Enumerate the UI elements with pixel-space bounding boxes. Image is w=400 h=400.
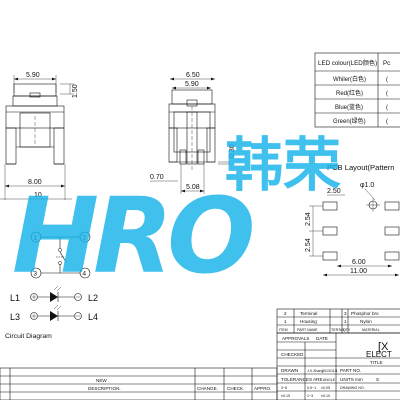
led-colour-cell: Whiler(白色) bbox=[333, 75, 366, 83]
parts-material: Phosphor bro bbox=[351, 311, 379, 316]
drawn-date: 2013/11/1 bbox=[322, 369, 338, 373]
tol-value: ±0.05 bbox=[321, 386, 330, 390]
dim-pin-span: 5.08 bbox=[186, 184, 200, 191]
led-code-cell: ( bbox=[386, 119, 388, 125]
led-terminal-label: L1 bbox=[10, 293, 20, 303]
dim-lead-length: 0.70 bbox=[150, 174, 164, 181]
led-terminal-label: L3 bbox=[10, 312, 20, 322]
dim-base-width: 8.00 bbox=[28, 179, 42, 186]
dim-total-width: 10 bbox=[34, 192, 42, 199]
front-view: 5.90 1.50 8.00 10 bbox=[0, 72, 79, 200]
checked-label: CHECKED bbox=[281, 352, 304, 357]
parts-header-terno: TER'NO bbox=[331, 328, 344, 332]
parts-qty: 3 bbox=[344, 311, 347, 316]
pin-number: 2 bbox=[83, 235, 87, 242]
parts-item: 2 bbox=[284, 311, 287, 316]
rev-change-label: CHANGE. bbox=[197, 386, 218, 391]
circuit-schematic: 1 2 3 4 L1 L2 L3 bbox=[5, 231, 98, 340]
parts-item: 1 bbox=[284, 319, 287, 324]
led-terminal-label: L2 bbox=[88, 293, 98, 303]
tolerances-label: TOLERANCES ARE bbox=[281, 377, 323, 382]
dim-pad-span: 6.00 bbox=[352, 259, 366, 266]
pcb-layout-title: PCB Layout(Pattern bbox=[327, 163, 395, 172]
dim-pad-pitch-b: 2.54 bbox=[305, 238, 312, 252]
revision-strip: NEW DESCRIPTION. CHANGE. CHECK. APPRO. bbox=[0, 367, 278, 400]
dim-pad-pitch-a: 2.54 bbox=[305, 212, 312, 226]
rev-new-label: NEW bbox=[96, 378, 107, 383]
parts-list-table: 2 Terminal 3 Phosphor bro 1 Housing 1 Ny… bbox=[276, 308, 400, 334]
pin-number: 1 bbox=[34, 235, 38, 242]
parts-name: Terminal bbox=[300, 311, 317, 316]
dim-pin-offset: 0.30 bbox=[229, 144, 236, 158]
dim-top-width: 5.90 bbox=[26, 72, 40, 79]
title-block: APPROVALS DATE CHECKED DRAWN J.X.Zhang 2… bbox=[276, 332, 400, 400]
pin-number: 3 bbox=[34, 271, 38, 278]
led-table-header-code: Pc bbox=[383, 60, 390, 67]
angle-label: ANGLE bbox=[323, 378, 336, 382]
drawing-no-label: DRAWING NO. bbox=[340, 386, 365, 390]
dim-hole-pitch: 2.50 bbox=[327, 188, 341, 195]
parts-qty: 1 bbox=[344, 319, 347, 324]
rev-appro-label: APPRO. bbox=[254, 386, 271, 391]
drawn-by: J.X.Zhang bbox=[307, 369, 323, 373]
schematic-caption: Circuit Diagram bbox=[5, 333, 52, 340]
tol-range: 3~6 bbox=[281, 386, 287, 390]
led-code-cell: ( bbox=[386, 91, 388, 97]
tol-range: 0.5~1 bbox=[307, 386, 316, 390]
parts-header-material: MATERIAL bbox=[362, 328, 380, 332]
parts-name: Housing bbox=[300, 319, 317, 324]
pin-number: 4 bbox=[83, 271, 87, 278]
tol-value: ±0.10 bbox=[321, 394, 330, 398]
side-view: 6.50 5.90 0.30 0.70 5.08 bbox=[150, 72, 236, 194]
rev-check-label: CHECK. bbox=[227, 386, 244, 391]
drawn-label: DRAWN bbox=[281, 368, 298, 373]
hro-watermark-logo: HRO 韩荣 bbox=[12, 131, 341, 297]
company-name: ELECT bbox=[366, 350, 392, 359]
parts-header-item: ITEM bbox=[279, 328, 288, 332]
watermark-logo-cn: 韩荣 bbox=[225, 131, 341, 199]
led-colour-cell: Green(绿色) bbox=[333, 117, 366, 125]
led-code-cell: ( bbox=[386, 77, 388, 83]
units-label: UNITS mm bbox=[340, 377, 363, 382]
pcb-layout: PCB Layout(Pattern 2.50 φ1.0 2.54 2.54 6… bbox=[305, 163, 400, 277]
watermark-logo-text: HRO bbox=[12, 175, 252, 297]
parts-header-qty: QTY bbox=[343, 328, 351, 332]
tol-value: ±0.15 bbox=[281, 394, 290, 398]
dim-inner-width: 5.90 bbox=[185, 81, 199, 88]
approvals-label: APPROVALS bbox=[282, 336, 310, 341]
led-terminal-label: L4 bbox=[88, 312, 98, 322]
scale-label: S bbox=[376, 377, 379, 382]
rev-description-label: DESCRIPTION. bbox=[88, 386, 121, 391]
dim-height: 1.50 bbox=[72, 84, 79, 98]
company-short: [X bbox=[378, 341, 389, 353]
tol-range: 1~3 bbox=[307, 394, 313, 398]
title-label: TITLE bbox=[370, 360, 383, 365]
dim-outer-width: 6.50 bbox=[186, 72, 200, 79]
led-colour-table: LED colour(LED颜色) Pc Whiler(白色) Red(红色) … bbox=[314, 52, 400, 128]
led-colour-cell: Red(红色) bbox=[336, 89, 363, 97]
date-label: DATE bbox=[316, 336, 328, 341]
parts-material: Nylon bbox=[360, 319, 372, 324]
led-table-header: LED colour(LED颜色) bbox=[318, 59, 377, 67]
dim-hole-diameter: φ1.0 bbox=[360, 182, 374, 189]
dim-total-span: 11.00 bbox=[350, 268, 367, 275]
parts-header-name: PART NAME bbox=[297, 328, 318, 332]
led-colour-cell: Blue(蓝色) bbox=[335, 103, 363, 111]
led-code-cell: ( bbox=[386, 105, 388, 111]
part-no-label: PART NO. bbox=[340, 368, 361, 373]
